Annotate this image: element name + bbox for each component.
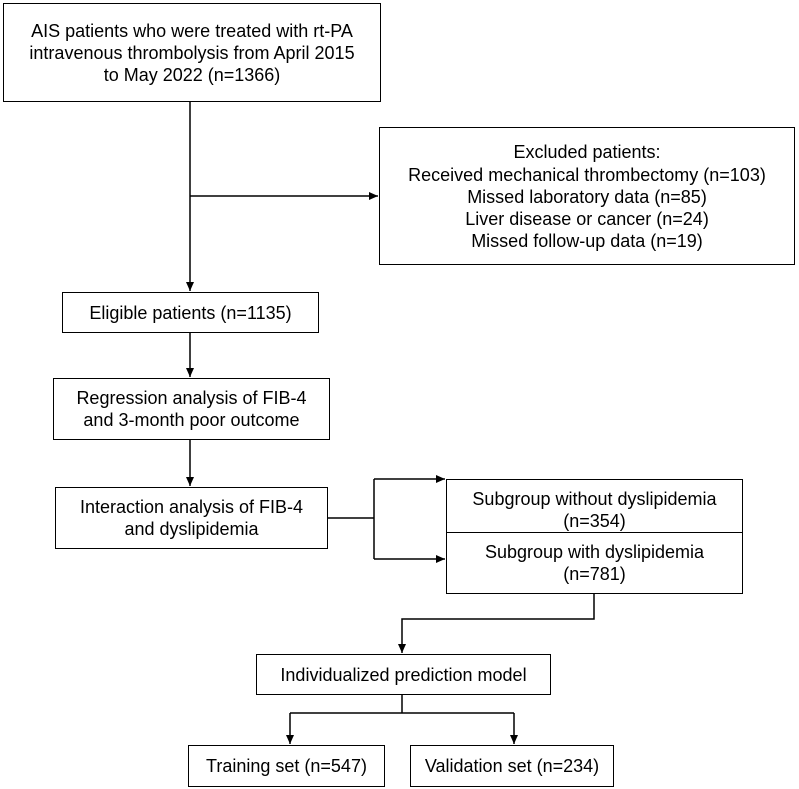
subgroup-without-dyslipidemia-box: Subgroup without dyslipidemia (n=354) [446, 479, 743, 541]
interaction-line-1: Interaction analysis of FIB-4 [79, 497, 304, 517]
source-line-3: to May 2022 (n=1366) [103, 64, 281, 85]
excluded-title: Excluded patients: [513, 141, 661, 162]
excluded-item: Missed follow-up data (n=19) [471, 230, 703, 251]
training-set-box: Training set (n=547) [188, 745, 385, 787]
interaction-analysis-box: Interaction analysis of FIB-4 and dyslip… [55, 487, 328, 549]
validation-label: Validation set (n=234) [424, 756, 600, 776]
source-line-2: intravenous thrombolysis from April 2015 [29, 42, 355, 63]
subgroup-with-line-1: Subgroup with dyslipidemia [484, 542, 705, 562]
excluded-item: Liver disease or cancer (n=24) [465, 208, 709, 229]
subgroup-with-dyslipidemia-box: Subgroup with dyslipidemia (n=781) [446, 532, 743, 594]
source-population-box: AIS patients who were treated with rt-PA… [3, 3, 381, 102]
model-label: Individualized prediction model [280, 664, 527, 685]
excluded-patients-box: Excluded patients: Received mechanical t… [379, 127, 795, 265]
validation-set-box: Validation set (n=234) [410, 745, 614, 787]
interaction-line-2: and dyslipidemia [124, 519, 259, 539]
source-line-1: AIS patients who were treated with rt-PA [31, 20, 353, 41]
excluded-item: Missed laboratory data (n=85) [467, 186, 707, 207]
subgroup-with-line-2: (n=781) [563, 564, 626, 584]
regression-line-1: Regression analysis of FIB-4 [76, 388, 307, 408]
subgroup-without-line-1: Subgroup without dyslipidemia [472, 489, 717, 509]
regression-analysis-box: Regression analysis of FIB-4 and 3-month… [53, 378, 330, 440]
excluded-item: Received mechanical thrombectomy (n=103) [408, 164, 766, 185]
regression-line-2: and 3-month poor outcome [83, 410, 300, 430]
training-label: Training set (n=547) [206, 756, 367, 776]
eligible-patients-box: Eligible patients (n=1135) [62, 292, 319, 333]
arrow-subgroup-with-to-model [398, 594, 595, 653]
prediction-model-box: Individualized prediction model [256, 654, 551, 695]
subgroup-without-line-2: (n=354) [563, 511, 626, 531]
eligible-label: Eligible patients (n=1135) [89, 302, 292, 323]
